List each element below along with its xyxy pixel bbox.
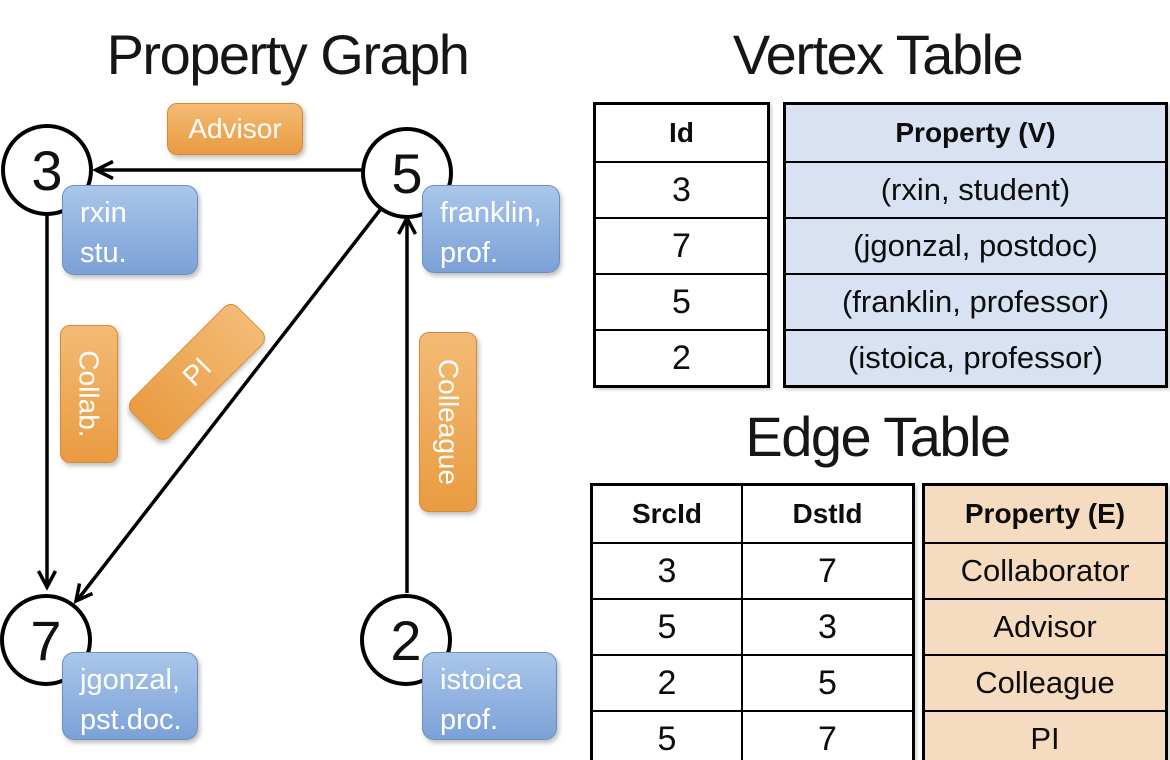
edge-table-property-column: Property (E) Collaborator Advisor Collea…	[922, 483, 1168, 760]
table-cell: (franklin, professor)	[786, 273, 1165, 329]
table-cell: 7	[741, 542, 912, 598]
table-cell: 7	[596, 217, 767, 273]
vertex-label-line: prof.	[440, 704, 499, 737]
table-cell: (jgonzal, postdoc)	[786, 217, 1165, 273]
vertex-table-property-header: Property (V)	[786, 105, 1165, 161]
table-cell: Colleague	[925, 654, 1165, 710]
table-cell: 5	[741, 654, 912, 710]
vertex-table-title: Vertex Table	[732, 23, 1024, 86]
edge-table-src-dst-columns: SrcId DstId 3 7 5 3 2 5 5 7	[590, 483, 915, 760]
vertex-label-line: stu.	[80, 237, 127, 270]
vertex-label-line: jgonzal,	[80, 664, 180, 696]
edge-label-collab: Collab.	[60, 325, 118, 463]
edge-table-src-header: SrcId	[631, 498, 703, 529]
edge-table-dst-header: DstId	[741, 486, 912, 542]
edge-label-text: Collab.	[74, 350, 106, 438]
arrowhead-advisor	[92, 159, 114, 181]
table-cell: Advisor	[925, 598, 1165, 654]
edge-label-colleague: Colleague	[419, 332, 477, 512]
table-cell: 2	[596, 329, 767, 385]
vertex-id-3: 3	[31, 139, 62, 202]
vertex-id-2: 2	[390, 609, 421, 672]
vertex-label-jgonzal: jgonzal, pst.doc.	[62, 652, 198, 740]
property-graph-title: Property Graph	[106, 23, 470, 86]
arrowhead-collab	[36, 570, 58, 591]
edge-label-text: PI	[176, 351, 217, 392]
table-cell: 5	[593, 598, 741, 654]
vertex-label-line: prof.	[440, 237, 499, 270]
vertex-table-id-column: Id 3 7 5 2	[593, 102, 770, 388]
edge-table-property-header: Property (E)	[925, 486, 1165, 542]
table-cell: 5	[593, 710, 741, 760]
table-cell: 3	[593, 542, 741, 598]
edge-table-title: Edge Table	[745, 405, 1011, 468]
vertex-label-line: franklin,	[440, 197, 542, 229]
vertex-table-property-column: Property (V) (rxin, student) (jgonzal, p…	[783, 102, 1168, 388]
vertex-label-istoica: istoica prof.	[422, 652, 557, 740]
table-cell: PI	[925, 710, 1165, 760]
edge-label-advisor: Advisor	[167, 103, 303, 155]
table-cell: 3	[741, 598, 912, 654]
edge-label-text: Colleague	[433, 358, 465, 486]
vertex-label-line: pst.doc.	[80, 704, 182, 737]
table-cell: 3	[596, 161, 767, 217]
vertex-label-line: istoica	[440, 664, 523, 696]
table-cell: 5	[596, 273, 767, 329]
vertex-label-franklin: franklin, prof.	[422, 185, 560, 273]
table-cell: (istoica, professor)	[786, 329, 1165, 385]
table-cell: 2	[593, 654, 741, 710]
table-cell: 7	[741, 710, 912, 760]
edge-label-text: Advisor	[188, 113, 282, 144]
edge-pi-5-to-7	[77, 208, 382, 600]
vertex-table-id-header: Id	[669, 117, 694, 148]
arrowhead-pi	[73, 583, 94, 605]
table-cell: Collaborator	[925, 542, 1165, 598]
table-cell: (rxin, student)	[786, 161, 1165, 217]
vertex-id-7: 7	[30, 609, 61, 672]
vertex-id-5: 5	[391, 142, 422, 205]
vertex-label-line: rxin	[80, 197, 127, 229]
vertex-label-rxin: rxin stu.	[62, 185, 198, 275]
